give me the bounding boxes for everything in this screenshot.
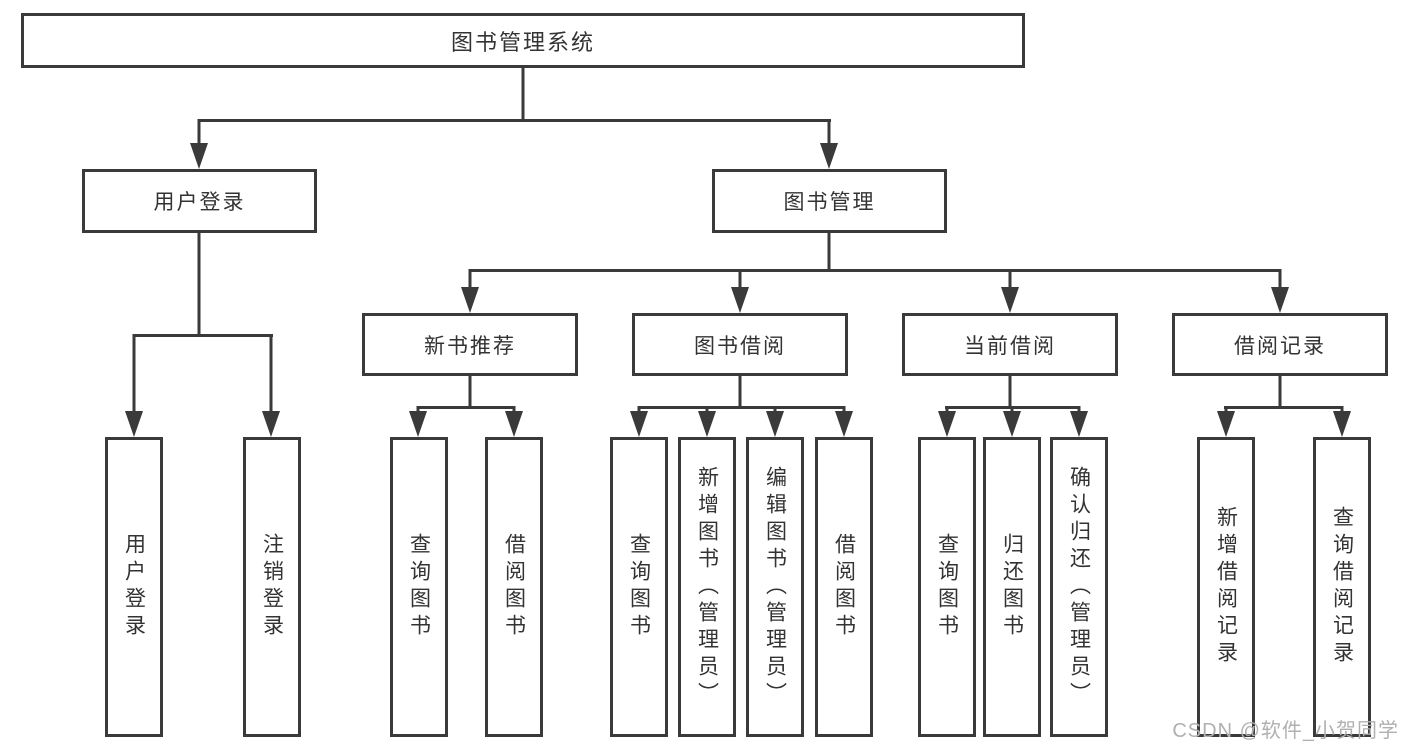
connector-newbook-hline xyxy=(417,406,515,409)
arrow-record-add xyxy=(1217,406,1235,437)
node-leaf-current-confirm-admin: 确认归还（管理员） xyxy=(1050,437,1108,737)
arrow-to-user-login xyxy=(190,119,208,169)
arrow-to-current-borrow xyxy=(1001,269,1019,313)
arrow-borrow-borrow xyxy=(835,406,853,437)
connector-current-stem xyxy=(1008,376,1012,409)
node-user-login: 用户登录 xyxy=(82,169,317,233)
arrow-newbook-query xyxy=(409,406,427,437)
connector-newbook-stem xyxy=(468,376,472,409)
node-leaf-user-logout: 注销登录 xyxy=(243,437,301,737)
arrow-current-query xyxy=(938,406,956,437)
node-leaf-current-query: 查询图书 xyxy=(918,437,976,737)
node-borrow-record: 借阅记录 xyxy=(1172,313,1388,376)
connector-borrow-stem xyxy=(738,376,742,409)
node-root: 图书管理系统 xyxy=(21,13,1025,68)
node-leaf-newbook-query: 查询图书 xyxy=(390,437,448,737)
arrow-current-confirm xyxy=(1070,406,1088,437)
node-leaf-current-return: 归还图书 xyxy=(983,437,1041,737)
connector-root-hline xyxy=(198,119,831,122)
node-leaf-borrow-query: 查询图书 xyxy=(610,437,668,737)
connector-user-stem xyxy=(197,233,201,336)
arrow-borrow-edit xyxy=(766,406,784,437)
arrow-to-new-book xyxy=(461,269,479,313)
arrow-record-query xyxy=(1333,406,1351,437)
node-leaf-newbook-borrow: 借阅图书 xyxy=(485,437,543,737)
connector-borrow-hline xyxy=(638,406,845,409)
arrow-to-borrow-record xyxy=(1271,269,1289,313)
connector-root-stem xyxy=(521,68,525,121)
arrow-to-book-borrow xyxy=(731,269,749,313)
node-book-management: 图书管理 xyxy=(712,169,947,233)
arrow-to-leaf-user-logout xyxy=(262,334,280,437)
arrow-to-book-management xyxy=(820,119,838,169)
arrow-borrow-add xyxy=(698,406,716,437)
node-new-book-recommend: 新书推荐 xyxy=(362,313,578,376)
connector-mgmt-stem xyxy=(827,233,831,272)
node-book-borrow: 图书借阅 xyxy=(632,313,848,376)
node-leaf-record-add: 新增借阅记录 xyxy=(1197,437,1255,737)
arrow-borrow-query xyxy=(630,406,648,437)
connector-record-hline xyxy=(1224,406,1343,409)
node-leaf-user-login: 用户登录 xyxy=(105,437,163,737)
csdn-watermark: CSDN @软件_小贺同学 xyxy=(1172,720,1399,742)
arrow-current-return xyxy=(1003,406,1021,437)
node-current-borrow: 当前借阅 xyxy=(902,313,1118,376)
arrow-to-leaf-user-login xyxy=(125,334,143,437)
connector-level3-hline xyxy=(469,269,1281,272)
connector-user-hline xyxy=(133,334,273,337)
connector-record-stem xyxy=(1278,376,1282,409)
arrow-newbook-borrow xyxy=(505,406,523,437)
node-leaf-borrow-borrow: 借阅图书 xyxy=(815,437,873,737)
node-leaf-record-query: 查询借阅记录 xyxy=(1313,437,1371,737)
node-leaf-borrow-edit-admin: 编辑图书（管理员） xyxy=(746,437,804,737)
node-leaf-borrow-add-admin: 新增图书（管理员） xyxy=(678,437,736,737)
